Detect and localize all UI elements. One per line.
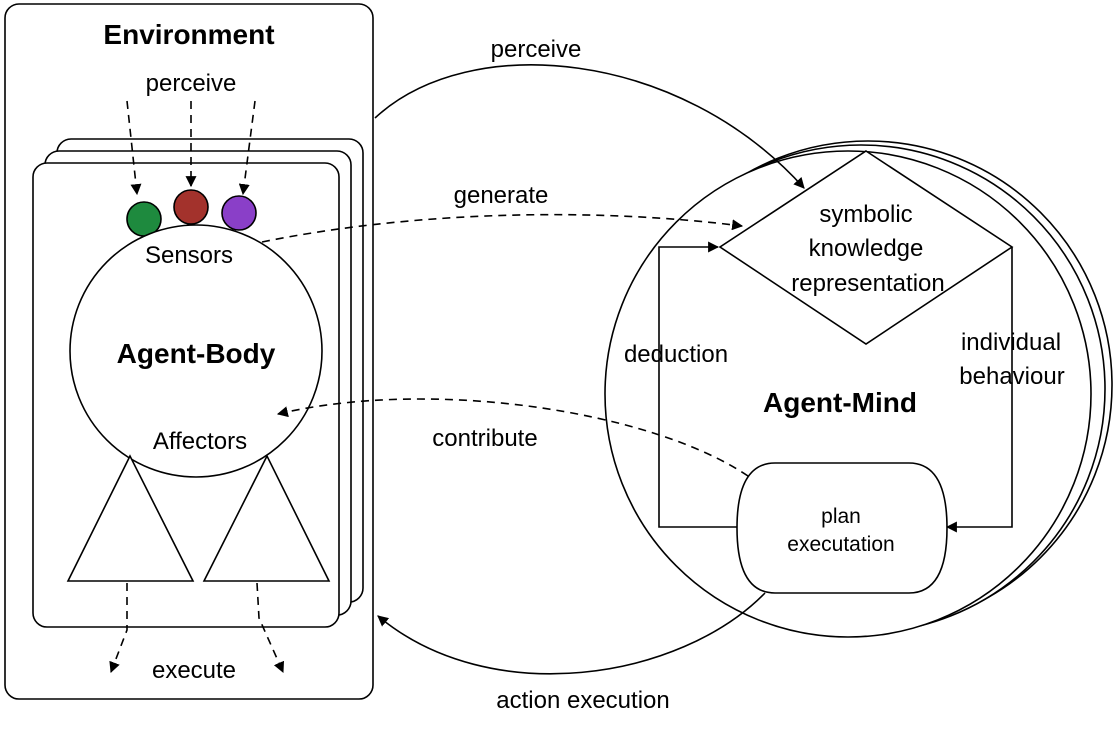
execute-arrow-left [109, 583, 128, 674]
knowledge-diamond [718, 150, 1014, 345]
generate-label: generate [454, 182, 549, 209]
deduction-label: deduction [624, 341, 728, 368]
knowledge-line-3: representation [791, 270, 944, 297]
contribute-arrow [276, 398, 749, 477]
agent-body-title: Agent-Body [117, 338, 276, 369]
knowledge-line-2: knowledge [809, 235, 924, 262]
contribute-label: contribute [432, 425, 537, 452]
perceive-arrow-green [126, 100, 142, 196]
generate-arrow [261, 213, 744, 243]
behaviour-arrow [945, 247, 1013, 533]
plan-line-2: executation [787, 533, 894, 556]
execute-label: execute [152, 657, 236, 684]
environment-perceive-label: perceive [146, 70, 237, 97]
perceive-top-label: perceive [491, 36, 582, 63]
knowledge-line-1: symbolic [819, 201, 912, 228]
sensor-purple [221, 195, 257, 231]
affector-triangle-left [66, 454, 195, 582]
action-execution-label: action execution [496, 687, 669, 714]
plan-execution-shape [736, 462, 948, 594]
action-execution-arrow [377, 592, 766, 675]
behaviour-line-2: behaviour [959, 363, 1064, 390]
affector-triangle-right [202, 454, 331, 582]
execute-arrow-right [256, 582, 285, 674]
agent-mind-title: Agent-Mind [763, 387, 917, 418]
sensors-label: Sensors [145, 242, 233, 269]
environment-title: Environment [103, 19, 274, 50]
agent-body-circle [69, 224, 323, 478]
deduction-arrow [658, 241, 737, 528]
affectors-label: Affectors [153, 428, 247, 455]
perceive-arc-arrow [374, 64, 805, 189]
perceive-arrow-purple [238, 100, 256, 196]
sensor-red [173, 189, 209, 225]
plan-line-1: plan [821, 505, 861, 528]
behaviour-line-1: individual [961, 329, 1061, 356]
